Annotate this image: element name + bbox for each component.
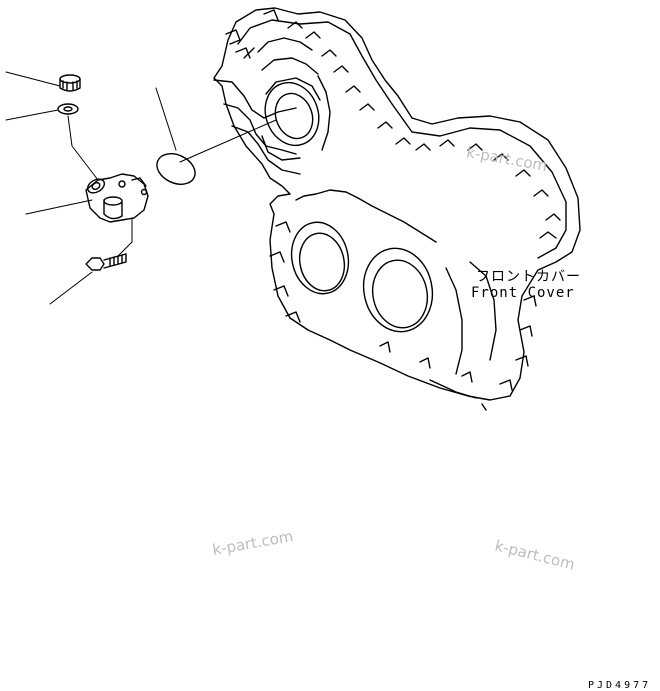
bolt (85, 253, 127, 271)
front-cover-housing (213, 7, 581, 411)
leader-lines (5, 71, 277, 305)
o-ring (156, 153, 196, 185)
washer (57, 103, 79, 115)
elbow-fitting (85, 173, 149, 223)
front-cover-label-jp: フロントカバー (476, 269, 581, 285)
cap (59, 74, 81, 92)
drawing-code: PJD4977 (588, 680, 652, 691)
front-cover-label-en: Front Cover (471, 285, 575, 301)
